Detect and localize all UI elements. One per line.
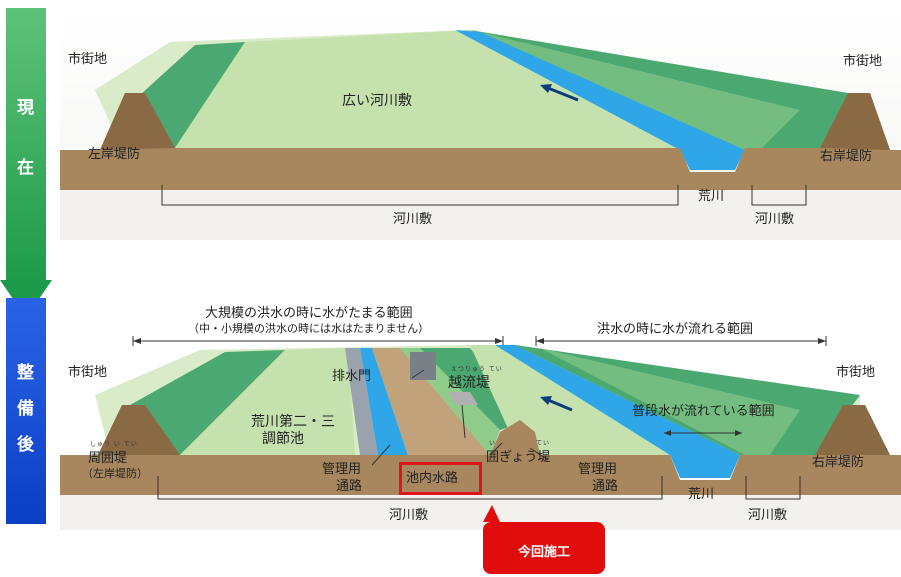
after-floodplain-main-label: 河川敷 bbox=[389, 508, 429, 523]
sidebar-current-char-2: 在 bbox=[17, 158, 34, 178]
regulating-pond-label-line2: 調節池 bbox=[262, 431, 304, 447]
mgmt-road-left-line1: 管理用 bbox=[322, 462, 362, 477]
current-floodplain-right-label: 河川敷 bbox=[755, 212, 795, 227]
sidebar-after-char-3: 後 bbox=[17, 435, 34, 455]
regulating-pond-label-line1: 荒川第二・三 bbox=[251, 414, 335, 430]
after-city-left-label: 市街地 bbox=[68, 365, 108, 380]
normal-water-range-label: 普段水が流れている範囲 bbox=[632, 404, 775, 419]
enclosure-levee-label: 囲ぎょう堤 bbox=[486, 450, 551, 465]
enclosure-levee-ruby-1: い bbox=[489, 440, 497, 447]
current-floodplain-main-label: 河川敷 bbox=[393, 212, 433, 227]
sidebar-after-char-1: 整 bbox=[17, 363, 34, 383]
overflow-levee-label: 越流堤 bbox=[448, 375, 490, 391]
overflow-levee-ruby: えつりゅう てい bbox=[451, 366, 503, 373]
current-wide-floodplain-label: 広い河川敷 bbox=[342, 93, 412, 109]
surround-levee-label: 周囲堤 bbox=[88, 451, 128, 466]
enclosure-levee-ruby-2: てい bbox=[536, 440, 551, 447]
sidebar-after-char-2: 備 bbox=[17, 399, 34, 419]
mgmt-road-left-line2: 通路 bbox=[336, 479, 363, 494]
current-right-levee-label: 右岸堤防 bbox=[820, 149, 873, 164]
current-left-levee-label: 左岸堤防 bbox=[88, 147, 141, 162]
inner-channel-label: 池内水路 bbox=[406, 471, 459, 486]
current-river-label: 荒川 bbox=[698, 189, 725, 204]
storage-range-note: （中・小規模の洪水の時には水はたまりません） bbox=[188, 322, 430, 335]
mgmt-road-right-line1: 管理用 bbox=[578, 462, 618, 477]
inner-channel-highlight-box bbox=[399, 462, 482, 495]
after-river-label: 荒川 bbox=[688, 487, 715, 502]
sidebar-arrow-after bbox=[6, 298, 46, 524]
construction-badge: 今回施工 bbox=[483, 522, 605, 574]
storage-range-title: 大規模の洪水の時に水がたまる範囲 bbox=[205, 306, 413, 321]
sidebar-current-char-1: 現 bbox=[17, 98, 34, 118]
current-panel bbox=[60, 8, 901, 240]
surround-levee-note: （左岸堤防） bbox=[82, 467, 148, 480]
current-city-right-label: 市街地 bbox=[843, 54, 883, 69]
after-right-levee-label: 右岸堤防 bbox=[812, 455, 865, 470]
after-floodplain-right-label: 河川敷 bbox=[748, 508, 788, 523]
mgmt-road-right-line2: 通路 bbox=[592, 479, 619, 494]
after-panel bbox=[60, 300, 901, 530]
current-city-left-label: 市街地 bbox=[68, 52, 108, 67]
surround-levee-ruby: しゅう い てい bbox=[90, 441, 138, 448]
construction-badge-label: 今回施工 bbox=[517, 545, 570, 560]
after-city-right-label: 市街地 bbox=[836, 365, 876, 380]
drainage-gate-label: 排水門 bbox=[332, 369, 372, 384]
flow-range-title: 洪水の時に水が流れる範囲 bbox=[597, 322, 754, 337]
